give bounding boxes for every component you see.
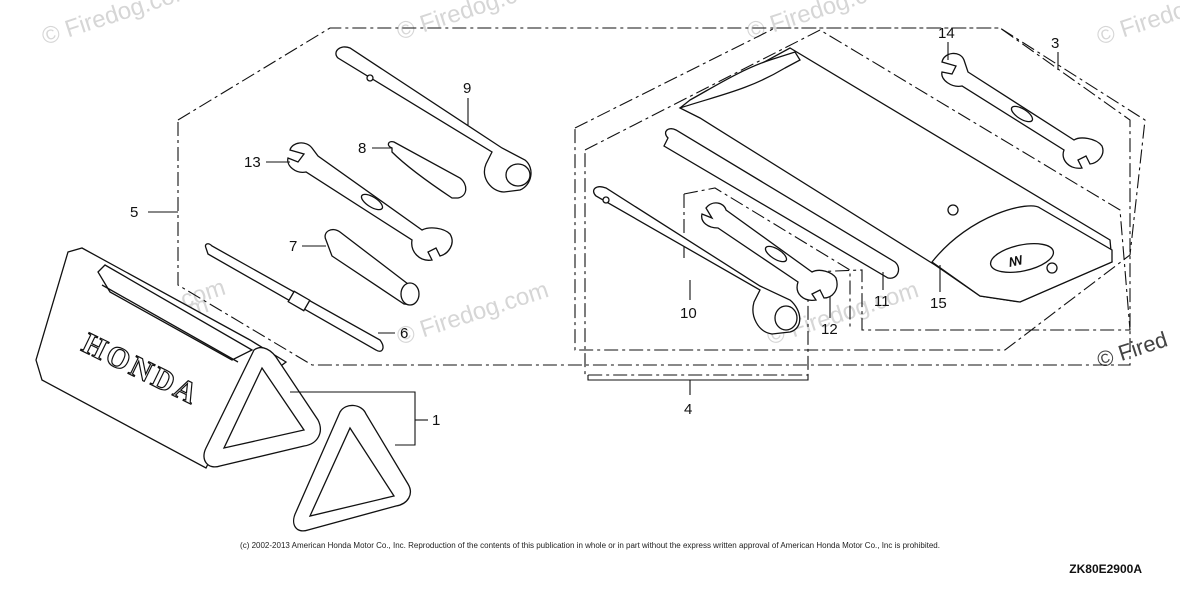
kit-4-outline xyxy=(584,29,1131,376)
callout-8: 8 xyxy=(358,140,366,157)
callout-10: 10 xyxy=(680,305,697,322)
screwdriver-grip xyxy=(387,140,467,199)
group-outlines xyxy=(177,27,1146,376)
box-spanner xyxy=(335,46,532,193)
box-spanner-10 xyxy=(592,186,801,335)
leader-lines xyxy=(148,42,1059,446)
tool-bag-snap xyxy=(1046,262,1058,274)
kit-5-outline xyxy=(177,27,1131,366)
callout-7: 7 xyxy=(289,238,297,255)
callout-3: 3 xyxy=(1051,35,1059,52)
callout-11: 11 xyxy=(874,293,890,310)
tool-bag-logo-oval xyxy=(989,242,1055,274)
extension-bar xyxy=(663,128,900,279)
wrench-13 xyxy=(287,142,453,261)
callout-6: 6 xyxy=(400,325,408,342)
callout-9: 9 xyxy=(463,80,471,97)
diagram-code: ZK80E2900A xyxy=(1069,562,1142,576)
watermark: © Fired xyxy=(1094,327,1171,373)
watermark: © Firedog.com xyxy=(394,0,552,46)
callout-12: 12 xyxy=(821,321,838,338)
wrench-14 xyxy=(941,52,1104,169)
leader-1 xyxy=(290,391,416,446)
callout-4: 4 xyxy=(684,401,692,418)
callout-15: 15 xyxy=(930,295,947,312)
kit-12-outline xyxy=(683,187,851,330)
tool-bag-flap xyxy=(679,51,801,109)
callout-14: 14 xyxy=(938,25,955,42)
leader-4 xyxy=(587,375,809,381)
tool-case: HONDA xyxy=(35,247,411,532)
screwdriver-7 xyxy=(324,228,420,306)
tool-bag: ꟿ xyxy=(678,47,1113,303)
callout-1: 1 xyxy=(432,412,440,429)
tool-case-end-cap xyxy=(203,346,321,468)
callout-5: 5 xyxy=(130,204,138,221)
screwdriver-6 xyxy=(204,243,384,352)
kit-3-outline xyxy=(574,27,1146,351)
callout-13: 13 xyxy=(244,154,261,171)
tool-case-lid-inner xyxy=(308,426,396,517)
tool-case-end-cap-inner xyxy=(222,366,306,449)
tool-bag-snap-button xyxy=(947,204,959,216)
tool-case-slot xyxy=(101,284,239,363)
tool-bag-logo-mark: ꟿ xyxy=(1007,253,1025,270)
copyright-notice: (c) 2002-2013 American Honda Motor Co., … xyxy=(240,541,940,550)
watermark: © Firedog.com xyxy=(1094,0,1180,51)
wrench-12 xyxy=(701,202,838,301)
watermark: © Firedog.com xyxy=(39,0,197,51)
callout-labels: 1 3 4 5 6 7 8 9 10 11 12 13 14 15 xyxy=(130,25,1059,429)
watermark: © Firedog.com xyxy=(744,0,902,46)
